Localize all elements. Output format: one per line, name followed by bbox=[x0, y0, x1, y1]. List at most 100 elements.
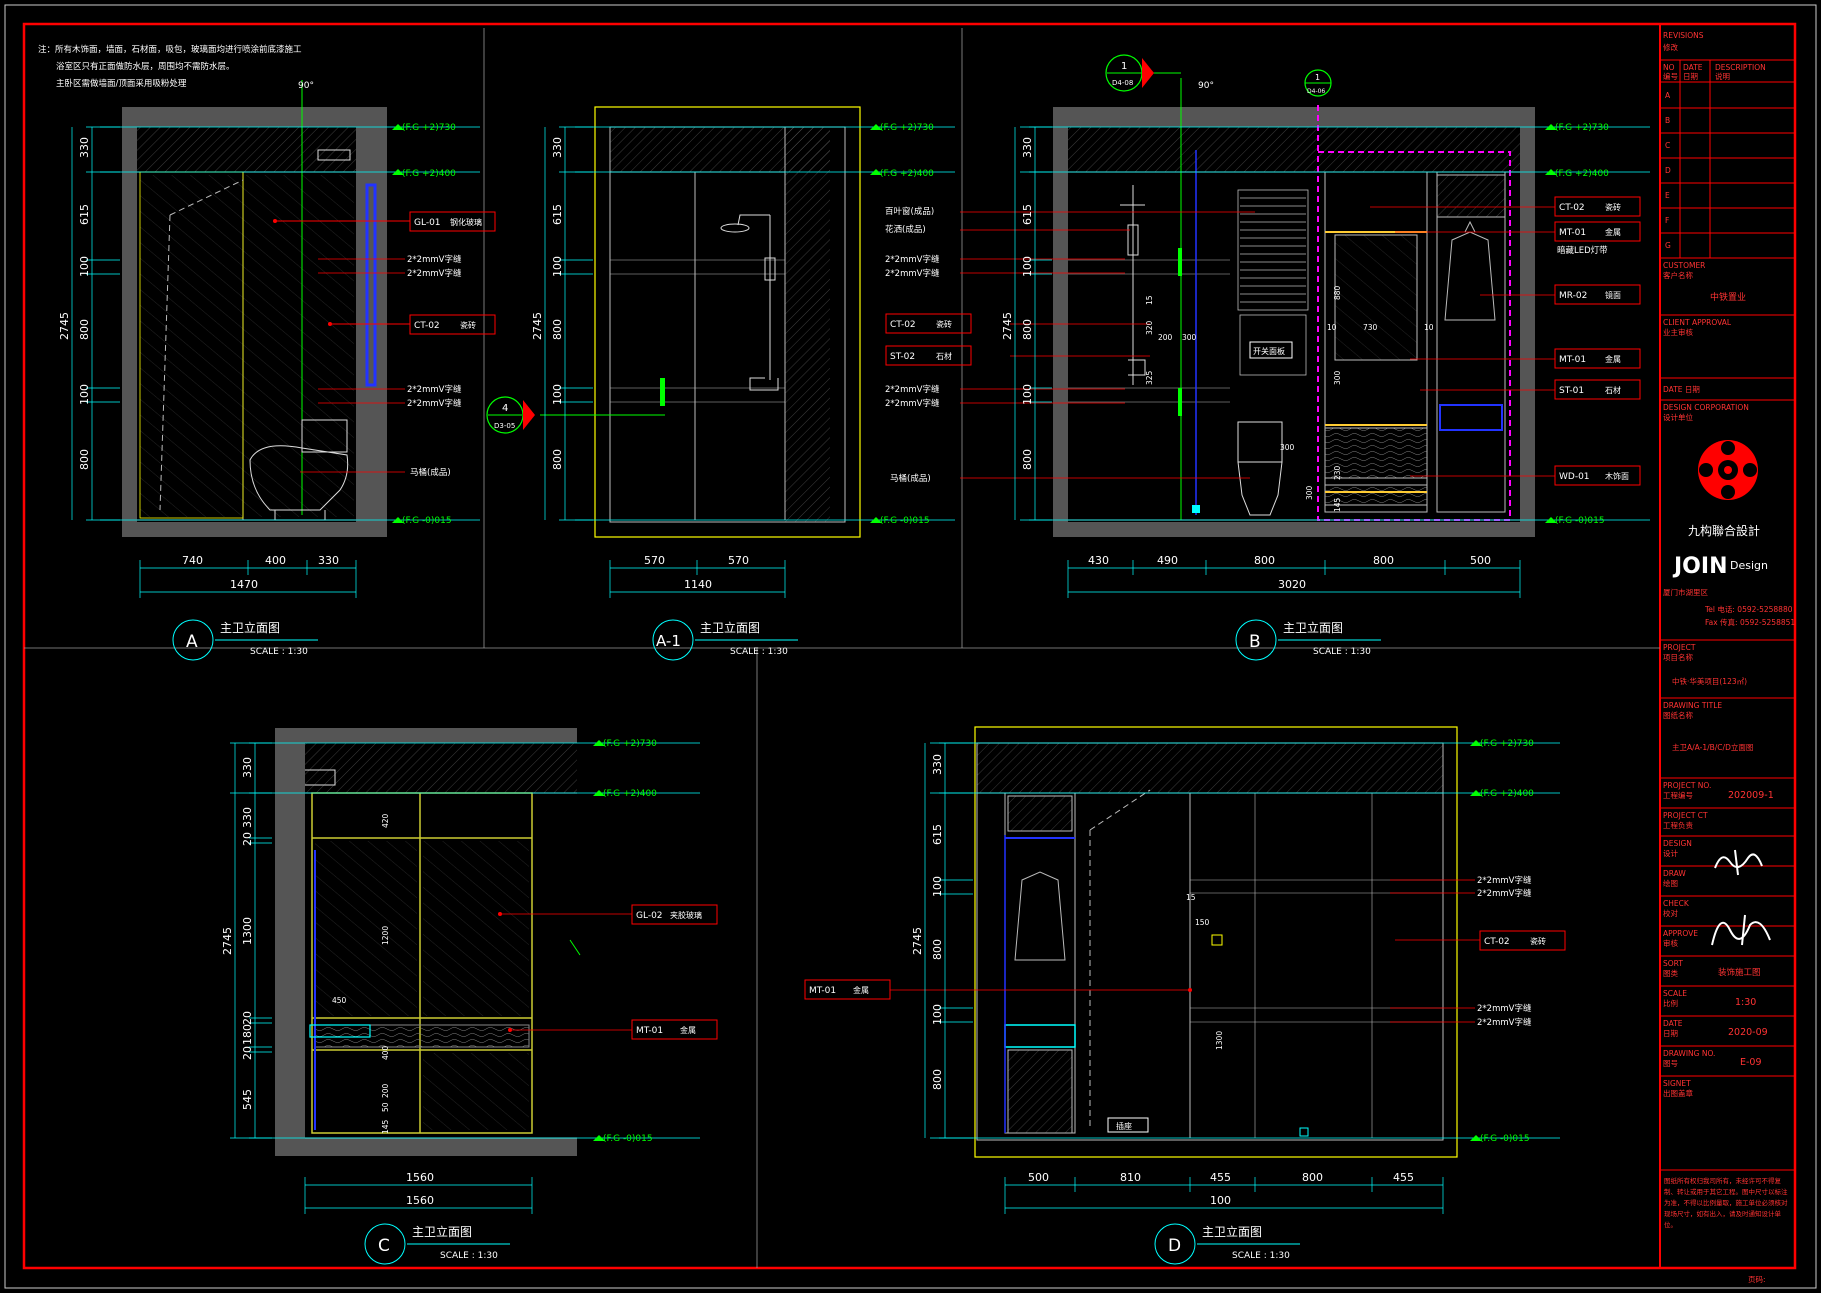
metal-shelf bbox=[314, 1024, 530, 1048]
level-2730-label: (F.G +2)730 bbox=[1480, 739, 1534, 749]
callout-ct02: CT-02 瓷砖 bbox=[885, 313, 972, 334]
hdim: 800 bbox=[1254, 554, 1275, 567]
brand-name-cn: 九构聯合設計 bbox=[1688, 523, 1760, 538]
groove-note: 2*2mmV字缝 bbox=[407, 398, 462, 409]
fixture-note: 百叶窗(成品) bbox=[885, 206, 934, 217]
callout-desc: 瓷砖 bbox=[1530, 936, 1546, 946]
hdim: 430 bbox=[1088, 554, 1109, 567]
view-scale: SCALE : 1:30 bbox=[1232, 1251, 1290, 1261]
inner-dim: 320 bbox=[1145, 320, 1154, 335]
callout-gl01: GL-01 钢化玻璃 bbox=[273, 211, 496, 232]
vdim: 545 bbox=[241, 1089, 254, 1110]
view-scale: SCALE : 1:30 bbox=[730, 647, 788, 657]
tb-project: PROJECT bbox=[1663, 643, 1696, 652]
groove-note: 2*2mmV字缝 bbox=[407, 384, 462, 395]
louver-window bbox=[1237, 189, 1309, 376]
inner-dim: 880 bbox=[1333, 285, 1342, 300]
tb-row: E bbox=[1665, 191, 1670, 200]
tb-sort-cn: 图类 bbox=[1663, 968, 1679, 978]
hdim-total: 1560 bbox=[406, 1194, 434, 1207]
vdim: 20 bbox=[241, 832, 254, 846]
hdim: 455 bbox=[1393, 1171, 1414, 1184]
angle-label: 90° bbox=[298, 81, 314, 91]
wall-frame bbox=[974, 726, 1458, 1158]
groove-note: 2*2mmV字缝 bbox=[407, 268, 462, 279]
groove-note: 2*2mmV字缝 bbox=[1477, 1003, 1532, 1014]
signature-design bbox=[1714, 849, 1763, 876]
view-marker-letter: B bbox=[1249, 632, 1261, 652]
section-ref: D3-05 bbox=[494, 422, 515, 430]
hdim-total: 1140 bbox=[684, 578, 712, 591]
callout-right-6: WD-01 木饰面 bbox=[1554, 465, 1641, 486]
inner-dim: 15 bbox=[1186, 893, 1196, 902]
level-2400-label: (F.G +2)400 bbox=[1555, 169, 1609, 179]
callout-desc: 瓷砖 bbox=[1605, 202, 1621, 212]
angle-label: 90° bbox=[1198, 81, 1214, 91]
tb-drawing-no-val: E-09 bbox=[1740, 1057, 1762, 1068]
inner-dim: 15 bbox=[1145, 295, 1154, 305]
inner-dim: 230 bbox=[1333, 465, 1342, 480]
company-logo bbox=[1698, 440, 1758, 500]
drawing-frame bbox=[22, 22, 1797, 1270]
vdim: 800 bbox=[78, 449, 91, 470]
vdim: 615 bbox=[931, 824, 944, 845]
callout-code: MT-01 bbox=[1559, 355, 1586, 365]
vdim: 100 bbox=[1021, 256, 1034, 277]
vdim-total: 2745 bbox=[221, 927, 234, 955]
inner-dim: 325 bbox=[1145, 370, 1154, 385]
tb-page: 页码: bbox=[1748, 1275, 1766, 1284]
hdim-total: 3020 bbox=[1278, 578, 1306, 591]
ceiling-hatch bbox=[1068, 127, 1520, 172]
level-2730-label: (F.G +2)730 bbox=[1555, 123, 1609, 133]
tb-drawing-no: DRAWING NO. bbox=[1663, 1049, 1715, 1058]
vdim: 330 bbox=[931, 754, 944, 775]
inner-dim: 450 bbox=[332, 996, 347, 1005]
vdim: 1300 bbox=[241, 917, 254, 945]
tb-check-cn: 校对 bbox=[1663, 908, 1679, 918]
callout-code: CT-02 bbox=[890, 320, 916, 330]
tb-tdate-cn: 日期 bbox=[1663, 1029, 1678, 1038]
vertical-dimensions bbox=[71, 126, 120, 521]
view-marker bbox=[172, 619, 214, 661]
view-title: 主卫立面图 bbox=[220, 620, 280, 635]
vdim: 800 bbox=[551, 449, 564, 470]
brand-name-en: JOIN bbox=[1672, 554, 1728, 579]
wall-tile-hatch bbox=[140, 175, 354, 517]
toilet-note: 马桶(成品) bbox=[410, 467, 451, 478]
groove-note: 2*2mmV字缝 bbox=[407, 254, 462, 265]
callout-right-4: MT-01 金属 bbox=[1554, 348, 1641, 369]
vdim-total: 2745 bbox=[58, 312, 71, 340]
vdim: 100 bbox=[551, 384, 564, 405]
inner-dim: 1200 bbox=[381, 926, 390, 945]
tb-tel: Tel 电话: 0592-5258880 bbox=[1704, 604, 1793, 614]
section-marker: 4 D3-05 bbox=[486, 396, 535, 434]
inner-dim: 200 bbox=[1158, 333, 1173, 342]
view-scale: SCALE : 1:30 bbox=[1313, 647, 1371, 657]
callout-desc: 石材 bbox=[936, 351, 952, 361]
signature-check bbox=[1711, 914, 1771, 946]
section-ref: D4-08 bbox=[1112, 79, 1133, 87]
vdim: 330 bbox=[78, 137, 91, 158]
window-niche bbox=[365, 183, 377, 387]
callout-code: GL-01 bbox=[414, 218, 441, 228]
tb-project-no-cn: 工程编号 bbox=[1663, 790, 1693, 800]
view-title: 主卫立面图 bbox=[412, 1224, 472, 1239]
hdim: 1560 bbox=[406, 1171, 434, 1184]
callout-desc: 金属 bbox=[1605, 354, 1621, 364]
level-minus-label: (F.G -0)015 bbox=[1555, 516, 1605, 526]
hdim: 330 bbox=[318, 554, 339, 567]
level-2400-label: (F.G +2)400 bbox=[1480, 789, 1534, 799]
view-marker-letter: A-1 bbox=[656, 632, 681, 650]
vdim: 100 bbox=[78, 384, 91, 405]
callout-code: ST-02 bbox=[890, 352, 915, 362]
view-marker-letter: C bbox=[378, 1236, 390, 1256]
vdim: 330 bbox=[1021, 137, 1034, 158]
groove-note: 2*2mmV字缝 bbox=[1477, 888, 1532, 899]
tb-row: C bbox=[1665, 141, 1670, 150]
elevation-view-a: (F.G +2)730 (F.G +2)400 (F.G -0)015 90° … bbox=[58, 80, 496, 661]
tb-description-cn: 说明 bbox=[1715, 71, 1730, 81]
callout-desc: 金属 bbox=[853, 985, 869, 995]
tb-project-no: PROJECT NO. bbox=[1663, 781, 1711, 790]
callout-desc: 石材 bbox=[1605, 385, 1621, 395]
tb-fax: Fax 传真: 0592-5258851 bbox=[1705, 617, 1795, 627]
